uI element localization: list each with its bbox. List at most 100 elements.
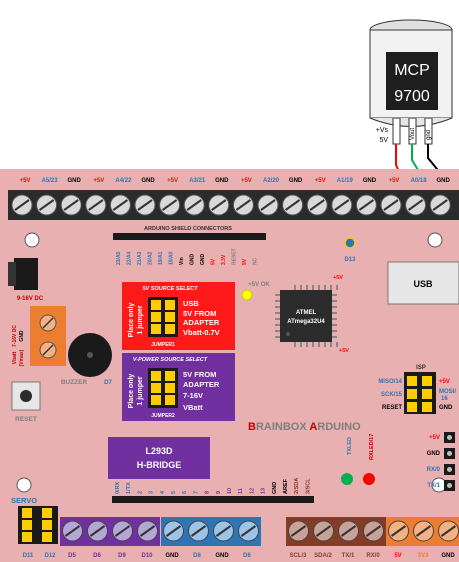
terminal-screw-slot	[408, 199, 424, 211]
isp-right-label: 16	[441, 396, 448, 402]
5v-select-side-line2: 1 jumper	[137, 305, 144, 334]
terminal-screw-slot	[390, 525, 407, 537]
bottom-header-label: 13	[261, 488, 267, 494]
rx-led	[363, 473, 375, 485]
bottom-header-label: GND	[272, 482, 278, 494]
terminal-screw-slot	[240, 525, 257, 537]
reset-button-cap[interactable]	[20, 390, 32, 402]
bottom-header-label: 7	[193, 491, 199, 494]
bottom-terminal-label: SDA/2	[314, 553, 332, 559]
l293d-label-1: L293D	[145, 446, 173, 456]
chip-pin	[275, 300, 280, 302]
top-header-label: GND	[141, 178, 155, 184]
terminal-screw-slot	[186, 199, 202, 211]
mounting-hole-top-right	[427, 232, 443, 248]
chip-pin	[324, 285, 326, 290]
isp-title: ISP	[416, 365, 426, 371]
bottom-terminal-label: D9	[118, 553, 126, 559]
top-header-label: GND	[437, 178, 451, 184]
chip-pin	[275, 336, 280, 338]
top-header-label: +5V	[389, 178, 400, 184]
bottom-terminal-label: D10	[141, 553, 153, 559]
tx-led	[341, 473, 353, 485]
5v-ok-led	[241, 289, 253, 301]
shield-pin-label: 5V	[211, 258, 217, 265]
top-header-label: GND	[215, 178, 229, 184]
sensor-pin-gnd-label: gnd	[426, 130, 432, 140]
bottom-terminal-label: TX/1	[342, 553, 355, 559]
top-header-label: A3/21	[189, 178, 206, 184]
vbatt-label-2: GND	[19, 330, 25, 342]
sensor-label-line2: 9700	[394, 88, 430, 105]
shield-pin-label: GND	[190, 254, 196, 266]
terminal-screw-slot	[340, 525, 357, 537]
terminal-screw-slot	[309, 199, 325, 211]
top-header-label: +5V	[20, 178, 31, 184]
isp-right-label: +5V	[439, 379, 450, 385]
chip-pin	[275, 330, 280, 332]
buzzer-label: BUZZER	[61, 379, 88, 386]
jumper1-pins	[148, 297, 178, 337]
bottom-terminal-label: GND	[441, 553, 455, 559]
chip-pin	[294, 285, 296, 290]
isp-header	[404, 372, 436, 414]
top-header-label: A0/18	[411, 178, 428, 184]
bottom-header-label: 2/SDA	[294, 478, 300, 494]
terminal-screw-slot	[290, 525, 307, 537]
shield-pin-label: RESET	[232, 248, 238, 265]
isp-right-label: GND	[439, 405, 453, 411]
bottom-terminal-label: D12	[44, 553, 56, 559]
bottom-header-label: 12	[249, 488, 255, 494]
top-header-label: A4/22	[115, 178, 132, 184]
terminal-screw-slot	[215, 525, 232, 537]
bottom-terminal-blocks	[60, 517, 459, 546]
bottom-terminal-label: GND	[215, 553, 229, 559]
chip-pin	[332, 300, 337, 302]
vbatt-label-4: (Vmax)	[19, 349, 25, 366]
shield-pin-label: GND	[200, 254, 206, 266]
shield-pin-label: 20/A2	[148, 251, 154, 265]
chip-pin	[318, 285, 320, 290]
mounting-hole-bottom-left	[16, 477, 32, 493]
chip-pin	[275, 306, 280, 308]
terminal-screw-slot	[440, 525, 457, 537]
right-pin-label: TX/1	[427, 483, 440, 489]
bottom-terminal-label: RX/0	[366, 553, 380, 559]
chip-5v-top: +5V	[333, 275, 343, 281]
sensor-pin-vout-label: Vout	[410, 128, 416, 140]
atmega-chip: ATMEL ATmega32U4	[275, 285, 338, 347]
5v-source-select-panel	[122, 282, 235, 350]
chip-pin	[332, 294, 337, 296]
vpower-select-opt2: ADAPTER	[183, 380, 220, 389]
chip-pin	[336, 342, 338, 347]
terminal-screw-slot	[114, 525, 131, 537]
bottom-terminal-label: GND	[165, 553, 179, 559]
dc-jack-tip	[8, 262, 16, 286]
vpower-select-side-line1: Place only	[128, 374, 135, 409]
vpower-select-side-line2: 1 jumper	[137, 376, 144, 405]
right-pin-label: RX/0	[427, 467, 441, 473]
5v-select-opt3: ADAPTER	[183, 318, 220, 327]
shield-connector-header	[113, 233, 266, 240]
chip-pin	[332, 330, 337, 332]
usb-port	[387, 261, 459, 305]
terminal-screw-slot	[365, 525, 382, 537]
terminal-screw-slot	[89, 525, 106, 537]
jumper2-label: JUMPER2	[151, 413, 175, 419]
bottom-terminal-label: 5V	[394, 553, 401, 559]
bottom-header-label: 0/RX	[115, 481, 121, 494]
chip-pin	[324, 342, 326, 347]
terminal-screw-slot	[190, 525, 207, 537]
chip-pin	[332, 306, 337, 308]
5v-select-opt4: Vbatt-0.7V	[183, 328, 220, 337]
shield-pin-label: NC	[253, 257, 259, 265]
terminal-screw-slot	[235, 199, 251, 211]
chip-pin	[312, 342, 314, 347]
bottom-header-label: 3	[149, 491, 155, 494]
terminal-screw-slot	[63, 199, 79, 211]
isp-left-label: RESET	[382, 405, 402, 411]
shield-pin-label: 5V	[242, 258, 248, 265]
